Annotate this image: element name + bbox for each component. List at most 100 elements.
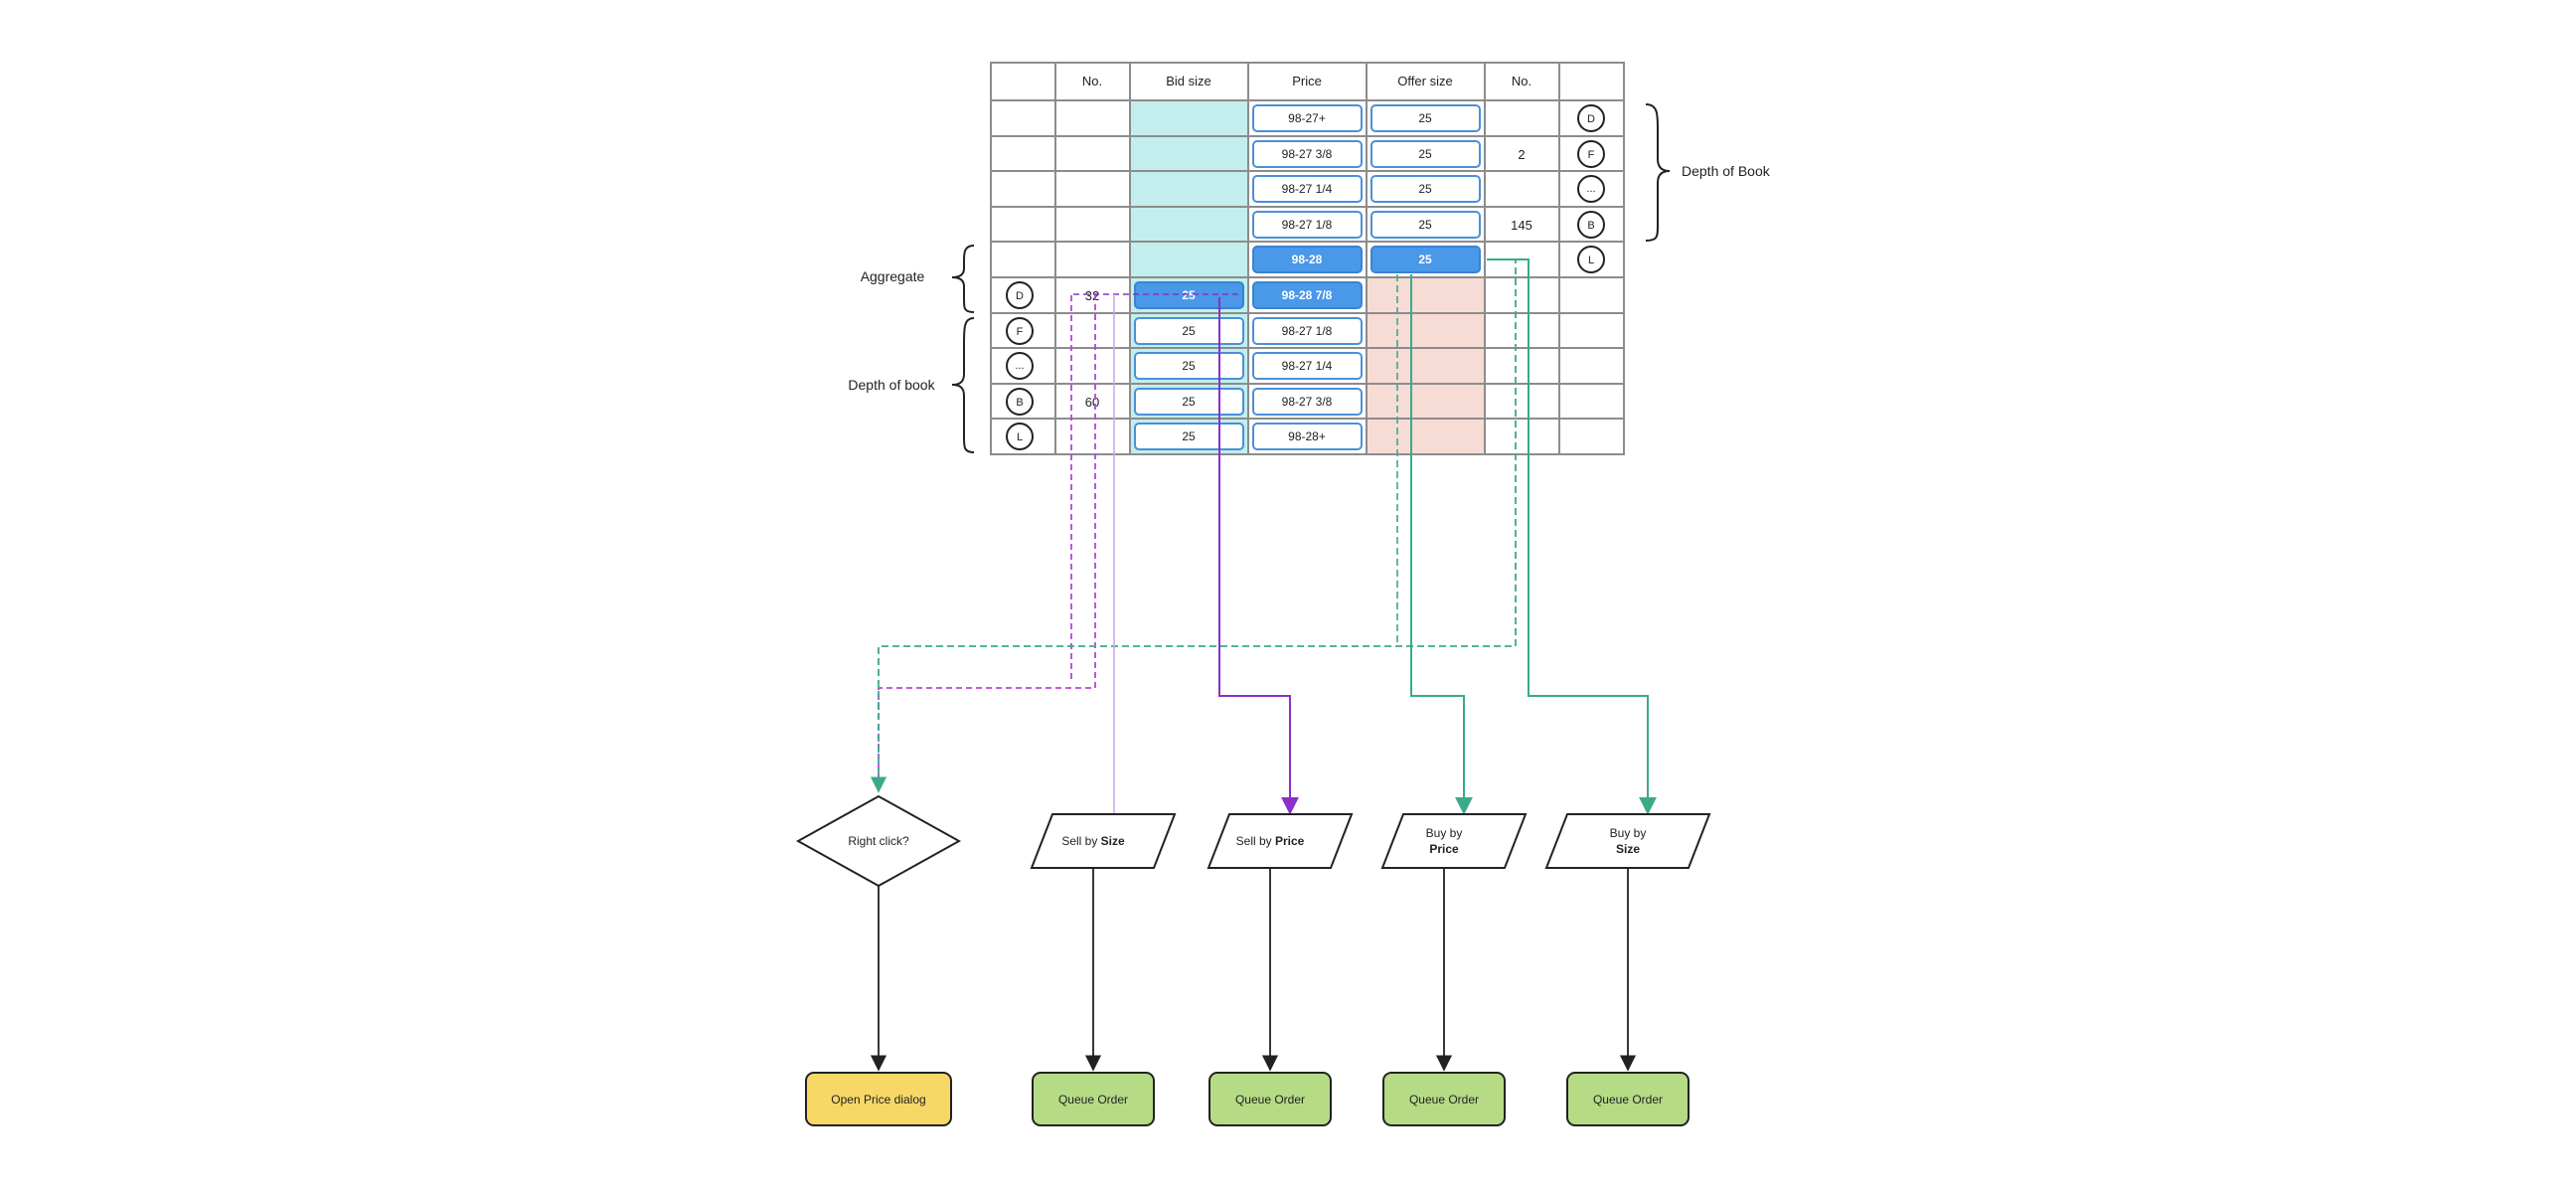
exchange-badge[interactable] [1006, 317, 1034, 345]
input-parallelogram[interactable] [1207, 813, 1354, 869]
bid-size-cell[interactable] [1134, 352, 1244, 380]
exchange-badge-label: ... [1586, 183, 1595, 195]
exchange-badge-label: B [1587, 220, 1594, 232]
left-curly-brace [951, 245, 975, 313]
offer-size-cell[interactable] [1370, 211, 1481, 239]
price-cell[interactable] [1252, 140, 1363, 168]
input-parallelogram[interactable] [1030, 813, 1177, 869]
exchange-badge[interactable] [1577, 104, 1605, 132]
offer-size-cell-highlighted[interactable] [1370, 246, 1481, 273]
offer-row[interactable]: 98-27+ 25 D [1252, 104, 1605, 132]
exchange-badge[interactable] [1006, 423, 1034, 450]
terminal-label: Queue Order [1593, 1093, 1663, 1107]
sell-by-price-input[interactable]: Sell by Price [1207, 813, 1354, 869]
input-parallelogram[interactable] [1544, 813, 1711, 869]
bid-size-cell[interactable] [1134, 317, 1244, 345]
input-label-bold: Price [1275, 834, 1305, 848]
queue-order-terminal-4[interactable]: Queue Order [1566, 1072, 1690, 1126]
depth-of-book-top-label: Depth of Book [1682, 163, 1771, 179]
input-parallelogram[interactable] [1380, 813, 1528, 869]
exchange-badge[interactable] [1577, 211, 1605, 239]
offer-size-cell[interactable] [1370, 140, 1481, 168]
bid-size-cell-highlighted[interactable] [1134, 281, 1244, 309]
bid-no-text: 32 [1085, 288, 1099, 303]
bid-row[interactable]: ... 25 98-27 1/4 [1006, 352, 1363, 380]
price-cell-highlighted[interactable] [1252, 281, 1363, 309]
terminal-box[interactable] [1382, 1072, 1506, 1126]
open-price-dialog-terminal[interactable]: Open Price dialog [805, 1072, 952, 1126]
price-cell[interactable] [1252, 317, 1363, 345]
price-text: 98-28 [1292, 253, 1323, 266]
price-text: 98-27 1/4 [1282, 359, 1333, 373]
exchange-badge-label: D [1587, 113, 1595, 125]
input-label-prefix: Sell by [1236, 834, 1275, 848]
bid-size-text: 25 [1182, 288, 1196, 302]
terminal-box[interactable] [1208, 1072, 1332, 1126]
bid-row[interactable]: F 25 98-27 1/8 [1006, 317, 1363, 345]
connector-buy-by-price [1410, 274, 1473, 815]
exchange-badge[interactable] [1006, 352, 1034, 380]
price-cell[interactable] [1252, 175, 1363, 203]
bid-size-cell[interactable] [1134, 388, 1244, 416]
bid-size-cell[interactable] [1134, 423, 1244, 450]
depth-of-book-top-brace: Depth of Book [1645, 103, 1771, 242]
connectors [870, 258, 1657, 1072]
offer-row-best[interactable]: 98-28 25 L [1252, 246, 1605, 273]
buy-by-size-input[interactable]: Buy by Size [1544, 813, 1711, 869]
left-curly-brace [951, 317, 975, 453]
input-label-line1: Buy by [1610, 826, 1647, 840]
bid-row-best[interactable]: D 32 25 98-28 7/8 [1006, 281, 1363, 309]
exchange-badge[interactable] [1577, 246, 1605, 273]
exchange-badge[interactable] [1006, 388, 1034, 416]
offer-row[interactable]: 98-27 3/8 25 2 F [1252, 140, 1605, 168]
offer-no-text: 145 [1511, 218, 1532, 233]
price-cell[interactable] [1252, 104, 1363, 132]
queue-order-terminal-2[interactable]: Queue Order [1208, 1072, 1332, 1126]
offer-no-text: 2 [1518, 147, 1525, 162]
terminal-label: Open Price dialog [831, 1093, 925, 1107]
bid-row[interactable]: B 60 25 98-27 3/8 [1006, 388, 1363, 416]
terminal-label: Queue Order [1058, 1093, 1128, 1107]
terminal-label: Queue Order [1235, 1093, 1305, 1107]
header-no-bid: No. [1082, 74, 1102, 88]
connector-purple-dashed-outer [878, 294, 1096, 791]
offer-row[interactable]: 98-27 1/4 25 ... [1252, 175, 1605, 203]
exchange-badge[interactable] [1577, 175, 1605, 203]
bid-row[interactable]: L 25 98-28+ [1006, 423, 1363, 450]
terminal-box[interactable] [805, 1072, 952, 1126]
offer-row[interactable]: 98-27 1/8 25 145 B [1252, 211, 1605, 239]
exchange-badge[interactable] [1577, 140, 1605, 168]
price-cell-highlighted[interactable] [1252, 246, 1363, 273]
offer-size-cell[interactable] [1370, 104, 1481, 132]
offer-size-cell[interactable] [1370, 175, 1481, 203]
terminal-box[interactable] [1566, 1072, 1690, 1126]
sell-by-size-input[interactable]: Sell by Size [1030, 813, 1177, 869]
input-label-bold: Size [1616, 842, 1640, 856]
price-cell[interactable] [1252, 352, 1363, 380]
exchange-badge[interactable] [1006, 281, 1034, 309]
price-cell[interactable] [1252, 388, 1363, 416]
exchange-badge-label: ... [1015, 360, 1024, 372]
queue-order-terminal-1[interactable]: Queue Order [1032, 1072, 1155, 1126]
exchange-badge-label: L [1017, 431, 1023, 443]
input-label-bold: Price [1429, 842, 1459, 856]
bid-size-text: 25 [1182, 359, 1196, 373]
right-click-decision[interactable]: Right click? [795, 794, 962, 888]
table-grid [990, 62, 1625, 455]
price-text: 98-27 1/8 [1282, 218, 1333, 232]
decision-diamond[interactable] [795, 794, 962, 888]
price-text: 98-27 1/8 [1282, 324, 1333, 338]
price-text: 98-27+ [1288, 111, 1326, 125]
price-text: 98-27 3/8 [1282, 147, 1333, 161]
bid-size-text: 25 [1182, 429, 1196, 443]
terminal-box[interactable] [1032, 1072, 1155, 1126]
exchange-badge-label: F [1017, 326, 1024, 338]
price-cell[interactable] [1252, 211, 1363, 239]
queue-order-terminal-3[interactable]: Queue Order [1382, 1072, 1506, 1126]
depth-of-book-bottom-brace: Depth of book [848, 317, 975, 453]
buy-by-price-input[interactable]: Buy by Price [1380, 813, 1528, 869]
price-cell[interactable] [1252, 423, 1363, 450]
aggregate-brace: Aggregate [861, 245, 975, 313]
input-label-line1: Buy by [1426, 826, 1463, 840]
